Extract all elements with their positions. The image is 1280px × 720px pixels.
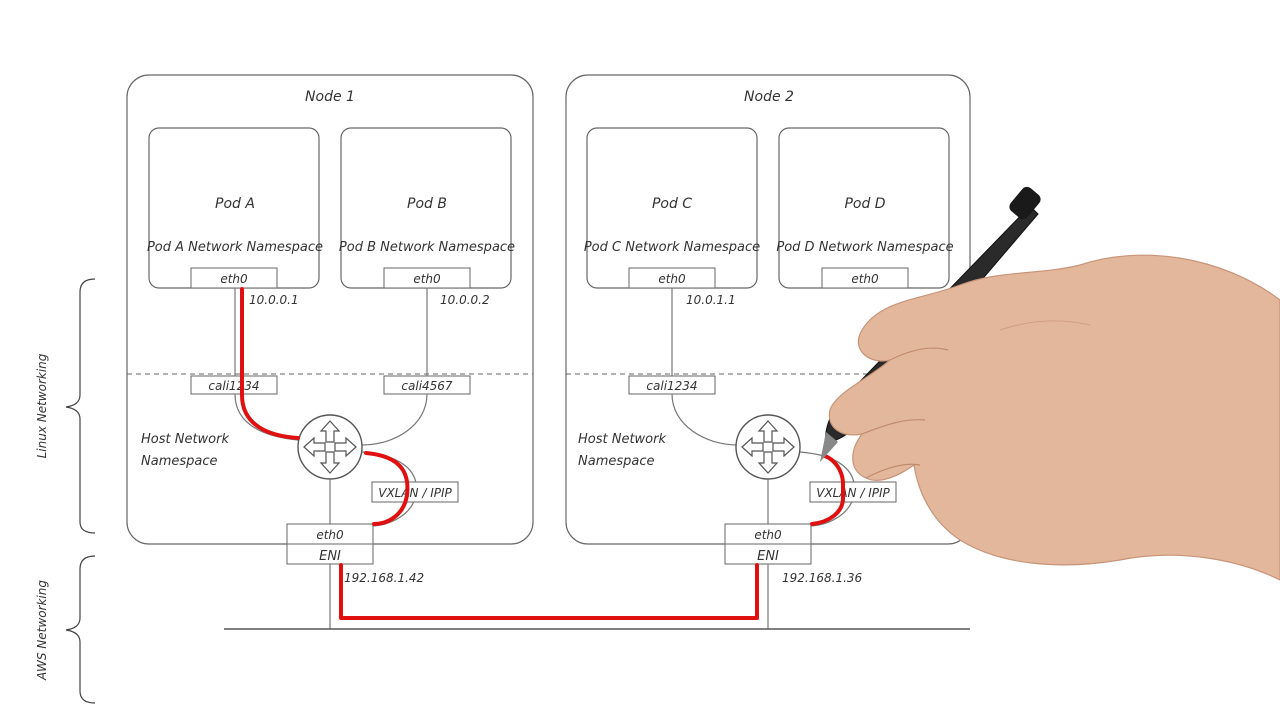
- pod-b-name: Pod B: [407, 196, 447, 212]
- node-2-cali1234-label: cali1234: [646, 379, 697, 393]
- node-2-tunnel-box: [809, 481, 897, 503]
- node-2-eni-ip: 192.168.1.36: [782, 571, 863, 585]
- node-1-tunnel-label: VXLAN / IPIP: [378, 486, 452, 500]
- node-1-title: Node 1: [305, 89, 355, 105]
- node-1-cali1234-box: [190, 375, 278, 395]
- aws-networking-label: AWS Networking: [35, 580, 49, 681]
- pod-a-namespace: Pod A Network Namespace: [147, 240, 323, 255]
- pod-d-name: Pod D: [844, 196, 885, 212]
- node-1-host-namespace-line1: Host Network: [141, 432, 229, 447]
- hand-with-pen-illustration: [820, 186, 1280, 581]
- node-1-cali1234-label: cali1234: [208, 379, 259, 393]
- node-1-cali4567-curve: [361, 393, 428, 446]
- router-icon: [735, 414, 801, 480]
- pod-b-namespace: Pod B Network Namespace: [339, 240, 515, 255]
- pod-d-eth0-label: eth0: [851, 272, 879, 286]
- pod-d-namespace: Pod D Network Namespace: [776, 240, 953, 255]
- pod-a-eth0-label: eth0: [220, 272, 248, 286]
- pod-c-namespace: Pod C Network Namespace: [584, 240, 760, 255]
- aws-networking-brace: [65, 555, 96, 704]
- pod-c-ip: 10.0.1.1: [686, 293, 736, 307]
- node-2-eth0-label: eth0: [754, 528, 782, 542]
- node-2-eni-label: ENI: [757, 549, 779, 564]
- node-2-host-namespace-line1: Host Network: [578, 432, 666, 447]
- node-2-host-namespace-line2: Namespace: [578, 454, 655, 469]
- linux-networking-brace: [65, 278, 96, 534]
- packet-path-highlight: [240, 287, 845, 620]
- pod-a-name: Pod A: [215, 196, 255, 212]
- node-1-host-namespace-line2: Namespace: [141, 454, 218, 469]
- node-1-eni-label: ENI: [319, 549, 341, 564]
- node-1: Node 1 Pod A Pod A Network Namespace eth…: [126, 74, 534, 629]
- pod-b-ip: 10.0.0.2: [440, 293, 490, 307]
- pod-c-name: Pod C: [652, 196, 692, 212]
- node-2-title: Node 2: [744, 89, 794, 105]
- node-1-tunnel-box: [371, 481, 459, 503]
- node-2-cali1234-curve: [671, 393, 739, 446]
- pod-a-eth0-box: [190, 267, 278, 289]
- pod-b-eth0-label: eth0: [413, 272, 441, 286]
- pod-d-eth0-box: [821, 267, 909, 289]
- node-2: Node 2 Pod C Pod C Network Namespace eth…: [565, 74, 971, 629]
- node-1-cali4567-label: cali4567: [401, 379, 453, 393]
- linux-networking-label: Linux Networking: [35, 353, 49, 458]
- router-icon: [297, 414, 363, 480]
- node-1-eni-ip: 192.168.1.42: [344, 571, 424, 585]
- pod-c-eth0-label: eth0: [658, 272, 686, 286]
- pod-a-ip: 10.0.0.1: [249, 293, 299, 307]
- node-2-tunnel-label: VXLAN / IPIP: [816, 486, 890, 500]
- node-1-eth0-label: eth0: [316, 528, 344, 542]
